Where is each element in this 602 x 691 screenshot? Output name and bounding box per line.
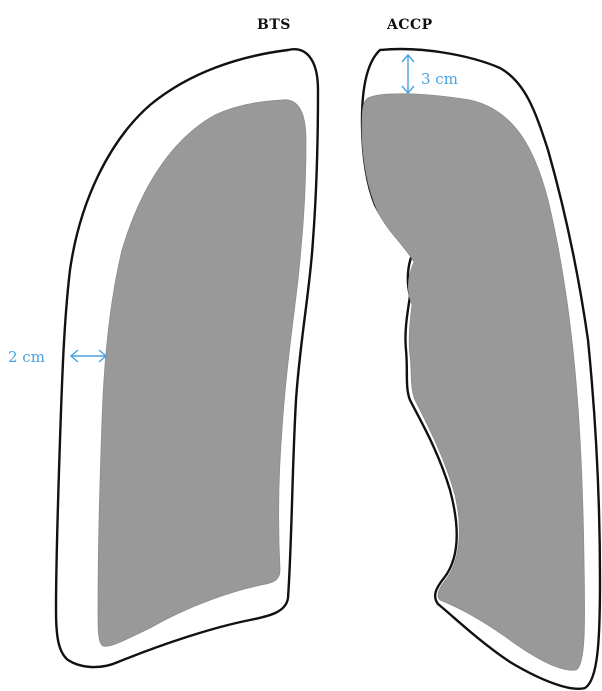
- accp-heading: ACCP: [386, 17, 433, 33]
- apical-distance-label: 3 cm: [421, 70, 458, 88]
- left-lung: [56, 49, 318, 667]
- bts-heading: BTS: [257, 17, 291, 33]
- right-lung: [362, 49, 600, 689]
- lateral-distance-label: 2 cm: [8, 348, 45, 366]
